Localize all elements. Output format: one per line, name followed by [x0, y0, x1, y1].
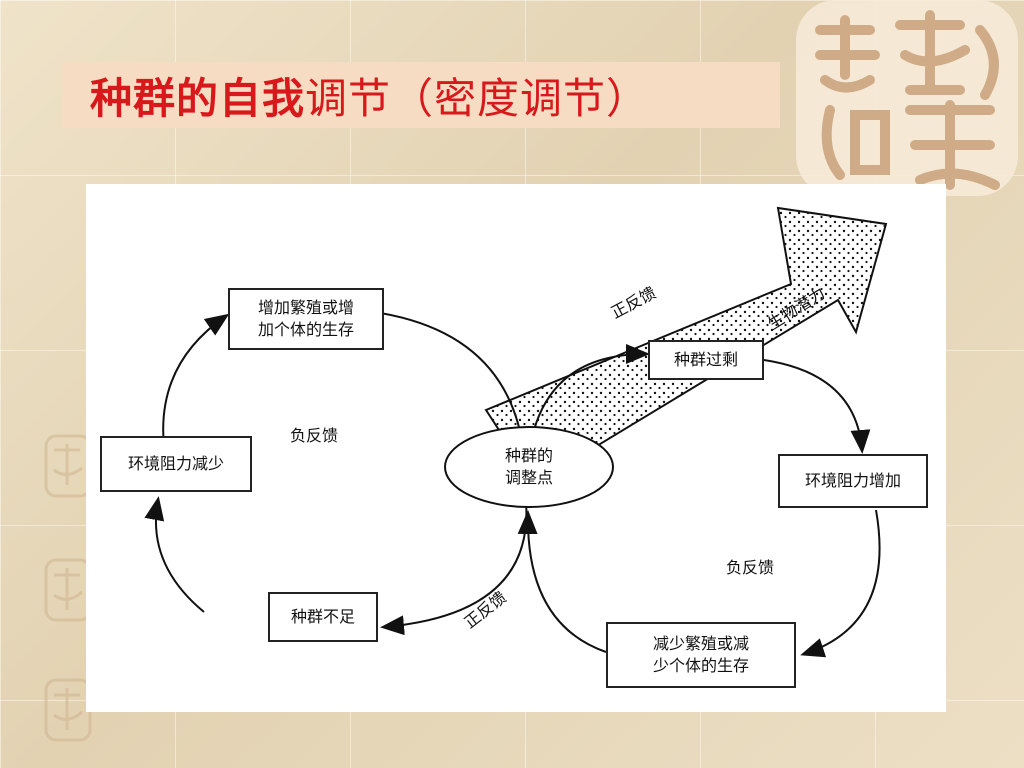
box-increase-line1: 增加繁殖或增	[257, 298, 354, 317]
box-env-resistance-decrease: 环境阻力减少	[100, 436, 252, 492]
box-env-resistance-increase: 环境阻力增加	[778, 454, 928, 508]
center-label-line2: 调整点	[504, 468, 553, 487]
box-population-shortage: 种群不足	[268, 592, 378, 642]
feedback-diagram: 增加繁殖或增 加个体的生存 环境阻力减少 种群不足 种群过剩 环境阻力增加 减少…	[86, 184, 946, 712]
box-increase-reproduction: 增加繁殖或增 加个体的生存	[228, 288, 384, 350]
slide-title: 种群的自我调节（密度调节）	[62, 62, 780, 128]
center-label-line1: 种群的	[504, 446, 553, 465]
arrow-to-env-increase	[763, 359, 871, 454]
label-negative-feedback-right: 负反馈	[726, 558, 775, 577]
box-population-excess: 种群过剩	[648, 340, 764, 380]
box-increase-line2: 加个体的生存	[257, 320, 354, 339]
label-negative-feedback-left: 负反馈	[290, 426, 339, 445]
center-adjustment-point	[444, 426, 614, 508]
arrow-to-shortage	[380, 501, 528, 636]
arrow-to-decrease	[800, 509, 881, 658]
center-label: 种群的 调整点	[479, 445, 579, 489]
box-decrease-reproduction: 减少繁殖或减 少个体的生存	[606, 622, 796, 688]
seal-decoration-icon	[796, 0, 1018, 196]
box-decrease-line2: 少个体的生存	[652, 656, 749, 675]
arrow-to-increase	[162, 313, 230, 447]
arrow-to-env-decrease	[144, 496, 205, 613]
title-normal-part: 调节（密度调节）	[305, 73, 650, 123]
arrow-to-excess	[533, 344, 650, 431]
arrow-to-center-bottom	[517, 510, 607, 653]
title-bold-part: 种群的自我	[90, 73, 306, 123]
box-decrease-line1: 减少繁殖或减	[652, 634, 749, 653]
